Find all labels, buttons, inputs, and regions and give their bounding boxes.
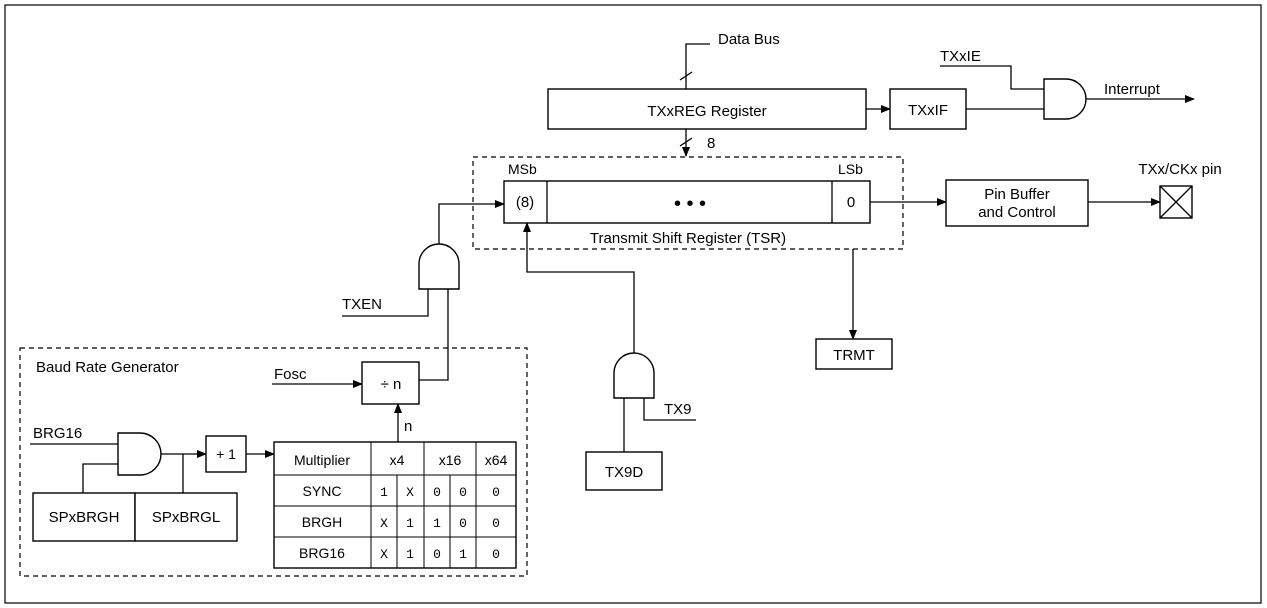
tsr-bus-width-slash [679,137,693,147]
table-cell: 0 [492,485,500,500]
txen-label: TXEN [342,296,382,313]
table-cell: 0 [492,547,500,562]
tx9d-box [585,451,663,491]
pin-buffer-label-line2: and Control [978,204,1056,221]
txif-flag-box [889,88,967,130]
tx9d-label: TX9D [605,464,644,481]
interrupt-label: Interrupt [1104,81,1161,98]
spbrgh-register [32,492,136,542]
table-cell: 0 [433,547,441,562]
baud-rate-generator-title: Baud Rate Generator [36,359,179,376]
pin-icon [1159,185,1193,219]
lsb-label: LSb [838,161,863,177]
baud-clock-line [419,289,449,381]
txen-line [342,289,429,317]
table-cell: X [380,516,388,531]
data-bus-width-slash [679,71,693,81]
baud-rate-generator-region [19,347,528,577]
table-cell: 1 [380,485,388,500]
tx9-and-gate [613,352,655,399]
table-row-name-brgh: BRGH [302,514,342,530]
table-cell: 0 [433,485,441,500]
txreg-register-label: TXxREG Register [647,103,766,120]
table-cell: 1 [459,547,467,562]
brg-and-gate [117,432,162,476]
data-bus-label: Data Bus [718,31,780,48]
table-header-x4: x4 [390,452,405,468]
table-cell: X [380,547,388,562]
txif-label: TXxIF [908,102,948,119]
trmt-flag-box [815,338,893,370]
spbrgh-to-gate-line [82,463,118,493]
msb-label: MSb [508,161,537,177]
tx9-line [643,398,696,421]
interrupt-and-gate [1043,78,1087,120]
tsr-dots: • • • [674,193,706,215]
table-row-name-brg16: BRG16 [299,545,345,561]
table-cell: X [406,485,414,500]
multiplier-table: Multiplier x4 x16 x64 SYNC 1 X 0 0 0 BRG… [273,441,517,569]
table-cell: 1 [433,516,441,531]
table-header-x64: x64 [485,452,508,468]
table-cell: 0 [459,516,467,531]
brg16-input-label: BRG16 [33,425,82,442]
tsr-bit-high: (8) [516,194,534,211]
table-cell: 0 [492,516,500,531]
tsr-label: Transmit Shift Register (TSR) [590,230,786,247]
tsr-bit-low: 0 [847,194,855,211]
n-label: n [404,418,412,435]
spbrgh-label: SPxBRGH [49,509,120,526]
divide-by-n-box [361,361,420,405]
pin-buffer-control-box [945,179,1089,227]
tx9-label: TX9 [664,401,692,418]
table-header-multiplier: Multiplier [294,452,350,468]
spbrgl-register [134,492,238,542]
plus-one-label: + 1 [216,446,236,462]
gate-to-tsr-bit8-arrow [523,222,635,353]
table-cell: 1 [406,547,414,562]
bus-width-label: 8 [707,135,715,152]
pin-label: TXx/CKx pin [1138,161,1221,178]
trmt-label: TRMT [833,347,875,364]
txen-and-gate [418,243,460,290]
txie-label: TXxIE [940,48,981,65]
table-cell: 1 [406,516,414,531]
txreg-register [547,88,867,130]
table-cell: 0 [459,485,467,500]
gate-to-tsr-arrow [438,200,505,244]
pin-buffer-label-line1: Pin Buffer [984,186,1050,203]
table-header-x16: x16 [439,452,462,468]
txie-line [940,65,1044,90]
spbrgl-label: SPxBRGL [152,509,220,526]
table-row-name-sync: SYNC [303,483,342,499]
divide-by-n-label: ÷ n [381,376,402,393]
fosc-label: Fosc [274,366,307,383]
